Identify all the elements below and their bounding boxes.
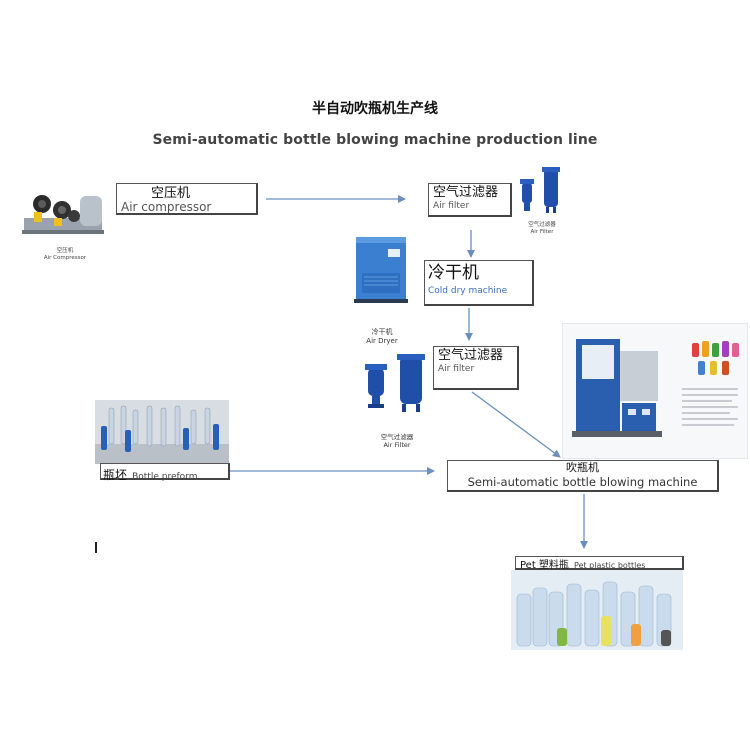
pet-bottles-box: Pet 塑料瓶 Pet plastic bottles <box>515 556 684 571</box>
dryer-caption-cn: 冷干机 <box>371 328 393 336</box>
compressor-caption-en: Air Compressor <box>43 255 87 261</box>
cold-dryer-label-cn: 冷干机 <box>428 263 479 283</box>
air-dryer-icon <box>354 237 408 303</box>
air-compressor-icon <box>22 195 104 234</box>
air-compressor-label-cn: 空压机 <box>151 186 191 201</box>
blowing-machine-box: 吹瓶机 Semi-automatic bottle blowing machin… <box>447 460 719 492</box>
arrow-filter-to-blower <box>471 391 561 458</box>
air-filter-2-caption-en: Air Filter <box>383 441 411 449</box>
air-filter-2-box: 空气过滤器 Air filter <box>433 346 519 390</box>
cold-dryer-label-en: Cold dry machine <box>428 286 508 296</box>
text-cursor-mark <box>95 542 97 553</box>
air-compressor-label-en: Air compressor <box>121 200 212 214</box>
dryer-caption-en: Air Dryer <box>366 337 398 345</box>
bottles-icon <box>511 570 683 650</box>
air-filter-2-caption-cn: 空气过滤器 <box>380 433 414 441</box>
bottle-preform-label-cn: 瓶坯 <box>103 468 128 482</box>
blowing-machine-icon <box>562 323 748 459</box>
air-filter-1-caption-en: Air Filter <box>530 229 554 235</box>
blowing-machine-label-en: Semi-automatic bottle blowing machine <box>467 475 698 489</box>
air-filter-2-label-cn: 空气过滤器 <box>438 348 504 363</box>
air-filter-1-box: 空气过滤器 Air filter <box>428 183 512 217</box>
air-filter-1-label-cn: 空气过滤器 <box>433 185 499 200</box>
blowing-machine-label-cn: 吹瓶机 <box>566 461 599 474</box>
air-filter-2-label-en: Air filter <box>438 364 475 374</box>
air-filter-icon <box>520 167 560 213</box>
bottle-preform-label-en: Bottle preform <box>132 472 198 482</box>
air-filter-1-caption-cn: 空气过滤器 <box>528 222 556 228</box>
page-title-english: Semi-automatic bottle blowing machine pr… <box>152 132 598 148</box>
page-title-chinese: 半自动吹瓶机生产线 <box>312 101 438 117</box>
pet-bottles-label-cn: Pet 塑料瓶 <box>520 560 569 571</box>
bottle-preform-box: 瓶坯 Bottle preform <box>100 463 230 482</box>
preform-icon <box>95 400 229 464</box>
air-filter-icon <box>365 354 425 412</box>
air-filter-1-label-en: Air filter <box>433 201 470 211</box>
cold-dryer-box: 冷干机 Cold dry machine <box>424 260 534 306</box>
pet-bottles-label-en: Pet plastic bottles <box>574 561 646 570</box>
air-compressor-box: 空压机 Air compressor <box>116 183 258 215</box>
compressor-caption-cn: 空压机 <box>56 248 74 254</box>
